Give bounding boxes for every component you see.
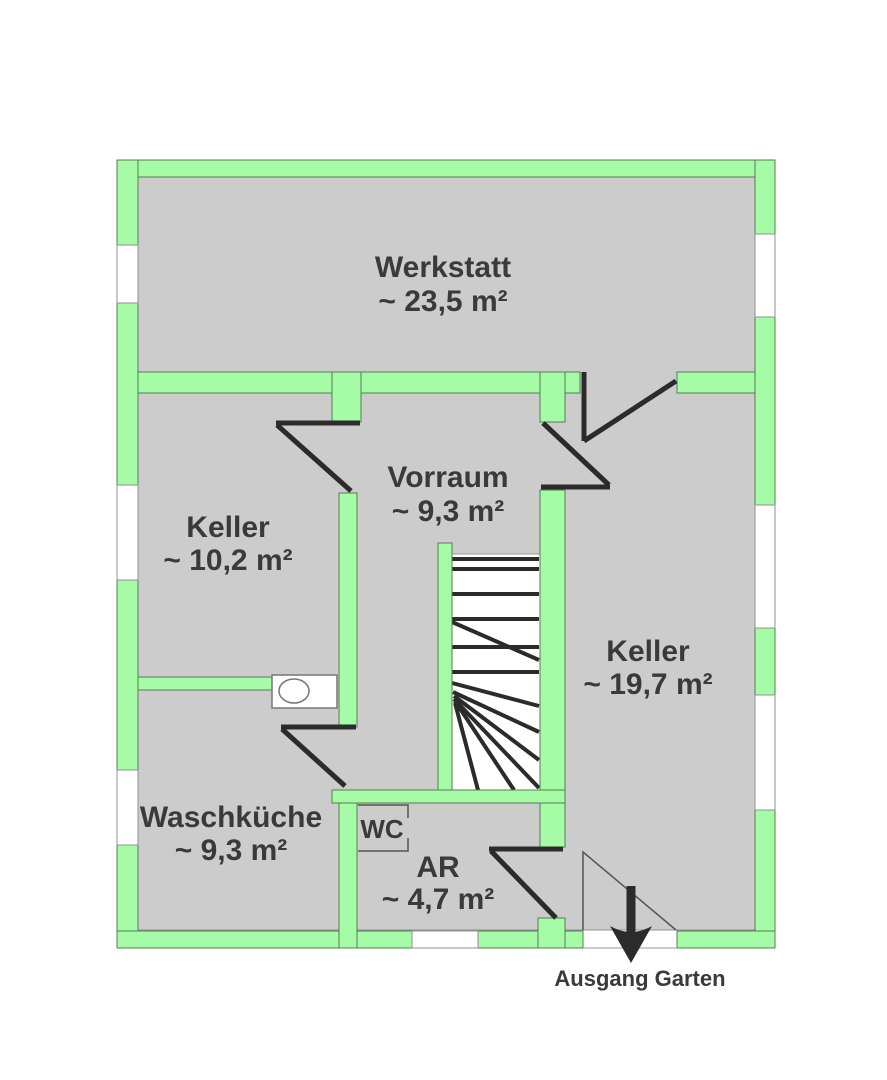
stair-treads: [451, 557, 541, 792]
wall-bottom-seg2: [477, 930, 584, 949]
doors: [275, 372, 678, 920]
room-label-keller-klein: Keller: [186, 511, 270, 544]
door-keller-klein: [275, 420, 360, 493]
wall-bottom-seg1: [116, 930, 413, 949]
door-keller-gross: [541, 421, 611, 490]
window-right-1: [754, 233, 776, 318]
windows: [116, 233, 776, 949]
window-left-2: [116, 484, 139, 581]
room-labels: Werkstatt ~ 23,5 m² Keller ~ 10,2 m² Vor…: [140, 251, 726, 991]
wall-left-seg3: [116, 579, 139, 771]
wall-right-seg2: [754, 316, 776, 506]
room-label-keller-gross: Keller: [606, 635, 690, 668]
interior-walls: [137, 371, 756, 949]
wall-top: [116, 159, 776, 178]
room-area-ar: ~ 4,7 m²: [382, 883, 495, 916]
washbasin-bowl: [278, 678, 310, 704]
room-area-keller-klein: ~ 10,2 m²: [163, 544, 292, 577]
wall-right-seg1: [754, 159, 776, 235]
exit-label: Ausgang Garten: [554, 966, 725, 991]
room-label-wc: WC: [360, 814, 404, 844]
room-label-vorraum: Vorraum: [387, 461, 508, 494]
wall-pillar-keller-door: [331, 371, 362, 423]
wall-werkstatt-right: [676, 371, 756, 394]
wall-pillar-vorraum-door: [539, 371, 566, 423]
wall-right-seg4: [754, 809, 776, 949]
wall-right-seg3: [754, 627, 776, 696]
exit-arrow-head: [610, 926, 652, 963]
window-bottom: [411, 930, 479, 949]
window-right-3: [754, 694, 776, 811]
door-ar: [489, 846, 563, 920]
washbasin: [271, 674, 338, 709]
wall-stairs-right: [539, 489, 566, 791]
wall-stairs-bottom: [331, 789, 566, 804]
exit-stairs-triangle: [582, 850, 677, 931]
room-label-waschkueche: Waschküche: [140, 801, 322, 834]
wall-stub-exit: [537, 917, 566, 949]
room-area-keller-gross: ~ 19,7 m²: [583, 668, 712, 701]
outer-walls: [116, 159, 776, 949]
window-right-2: [754, 504, 776, 629]
wall-pillar-ar-door: [539, 802, 566, 848]
door-werkstatt: [581, 372, 678, 444]
room-area-vorraum: ~ 9,3 m²: [392, 495, 505, 528]
wall-left-seg2: [116, 302, 139, 486]
wall-keller-vorraum: [338, 492, 358, 728]
garden-exit: [582, 850, 677, 963]
wc-partition: [358, 804, 409, 852]
room-label-werkstatt: Werkstatt: [375, 251, 511, 284]
door-waschkueche: [280, 724, 356, 788]
room-area-werkstatt: ~ 23,5 m²: [378, 285, 507, 318]
window-left-3: [116, 769, 139, 846]
wall-waschkueche-right: [338, 789, 358, 949]
room-label-ar: AR: [416, 851, 460, 884]
wall-left-seg1: [116, 159, 139, 246]
window-left-1: [116, 244, 139, 304]
staircase: [451, 553, 541, 792]
wall-waschkueche-top: [137, 676, 273, 691]
wall-stairs-left: [437, 542, 453, 791]
room-area-waschkueche: ~ 9,3 m²: [175, 834, 288, 867]
wall-bottom-seg3: [676, 930, 776, 949]
